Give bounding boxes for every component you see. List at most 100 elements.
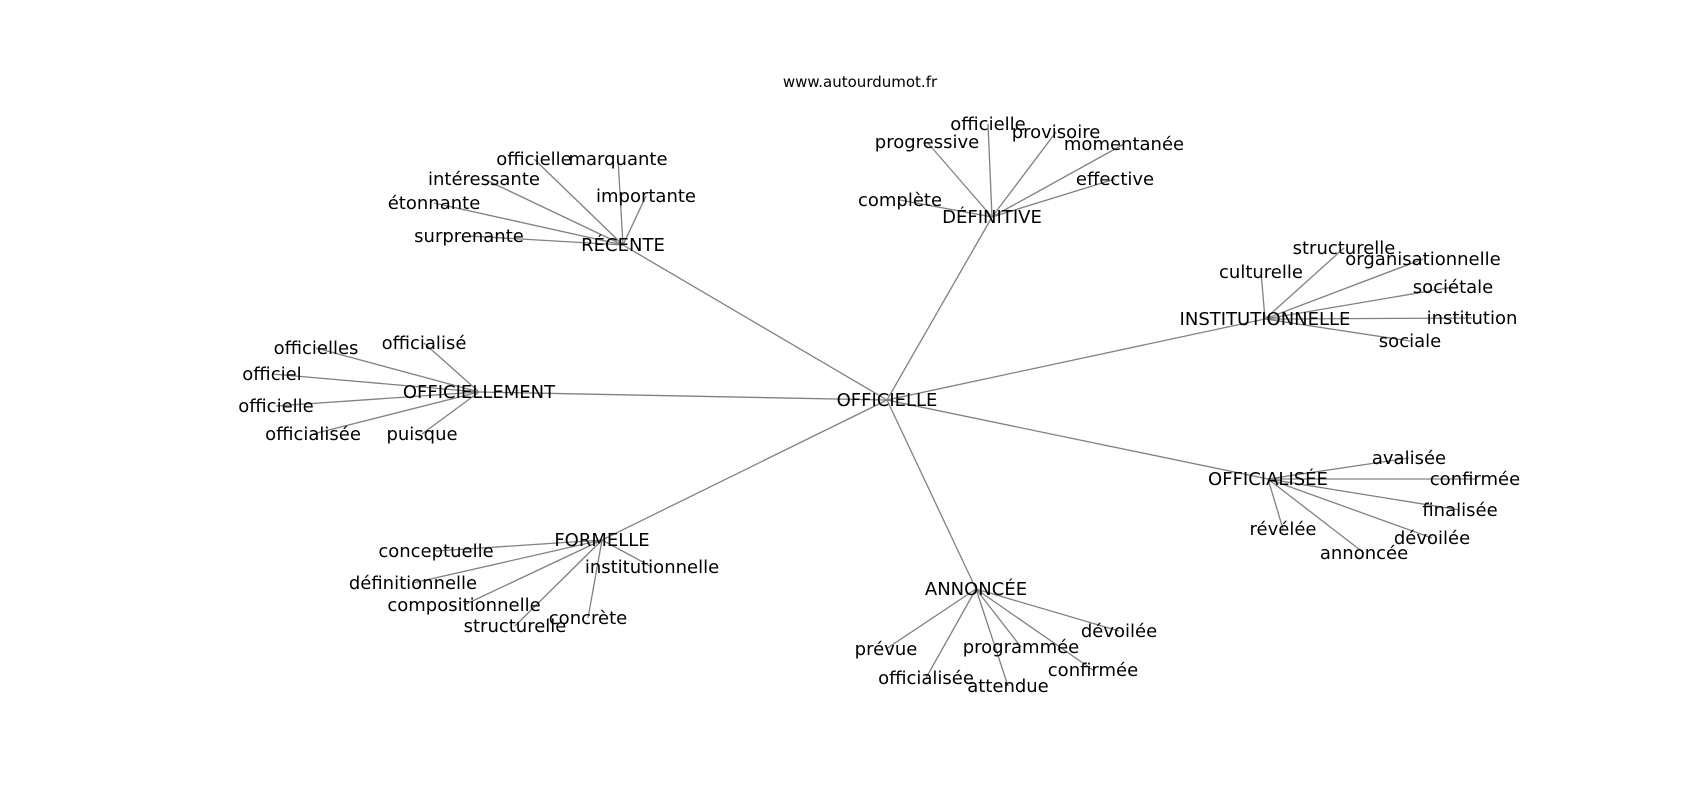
leaf-node-label: confirmée — [1430, 469, 1520, 490]
hub-node-label: FORMELLE — [554, 530, 649, 551]
edge-hub-to-leaf — [275, 391, 480, 407]
leaf-node-label: officielle — [238, 396, 313, 417]
edge-hub-to-leaf — [975, 588, 1009, 687]
edge-hub-to-leaf — [468, 235, 624, 246]
edge-center-to-hub — [886, 399, 1269, 480]
leaf-node-label: finalisée — [1422, 500, 1497, 521]
edge-hub-to-leaf — [617, 158, 624, 246]
leaf-node-label: complète — [858, 190, 942, 211]
edge-hub-to-leaf — [991, 131, 1057, 218]
leaf-node-label: surprenante — [414, 226, 524, 247]
leaf-node-label: officialisée — [878, 668, 974, 689]
leaf-node-label: organisationnelle — [1345, 249, 1500, 270]
edge-hub-to-leaf — [412, 539, 603, 584]
edge-center-to-hub — [886, 399, 977, 590]
leaf-node-label: conceptuelle — [378, 541, 493, 562]
edge-hub-to-leaf — [975, 588, 1022, 648]
edge-center-to-hub — [886, 318, 1266, 401]
hub-node-label: OFFICIELLEMENT — [403, 382, 556, 403]
edge-hub-to-leaf — [975, 588, 1120, 632]
hub-node-label: OFFICIALISÉE — [1208, 468, 1328, 490]
leaf-node-label: officielle — [496, 149, 571, 170]
edge-hub-to-leaf — [271, 373, 480, 393]
leaf-node-label: institution — [1427, 308, 1518, 329]
leaf-node-label: étonnante — [388, 193, 481, 214]
edge-hub-to-leaf — [987, 123, 993, 218]
leaf-node-label: officielles — [274, 338, 359, 359]
edge-hub-to-leaf — [312, 391, 480, 435]
edge-hub-to-leaf — [421, 391, 480, 435]
source-watermark: www.autourdumot.fr — [783, 73, 938, 91]
leaf-node-label: provisoire — [1012, 122, 1101, 143]
edge-center-to-hub — [601, 399, 888, 541]
edge-hub-to-leaf — [1264, 317, 1473, 320]
leaf-node-label: puisque — [386, 424, 457, 445]
leaf-node-label: institutionnelle — [585, 557, 719, 578]
leaf-node-label: officielle — [950, 114, 1025, 135]
leaf-node-label: officialisée — [265, 424, 361, 445]
edge-hub-to-leaf — [483, 178, 624, 246]
leaf-node-label: compositionnelle — [387, 595, 540, 616]
leaf-node-label: structurelle — [464, 616, 567, 637]
edge-hub-to-leaf — [991, 178, 1116, 218]
edge-hub-to-leaf — [601, 539, 653, 568]
edge-hub-to-leaf — [1264, 286, 1454, 320]
edge-hub-to-leaf — [1267, 478, 1365, 554]
edge-hub-to-leaf — [899, 199, 993, 218]
leaf-node-label: sociétale — [1413, 277, 1494, 298]
leaf-node-label: révélée — [1250, 519, 1317, 540]
leaf-node-label: confirmée — [1048, 660, 1138, 681]
edge-hub-to-leaf — [1264, 318, 1411, 342]
leaf-node-label: programmée — [963, 637, 1080, 658]
center-node-label: OFFICIELLE — [837, 390, 938, 411]
hub-node-label: ANNONCÉE — [925, 578, 1027, 600]
edge-hub-to-leaf — [1260, 271, 1266, 320]
leaf-node-label: importante — [596, 186, 696, 207]
edge-center-to-hub — [478, 391, 888, 401]
edge-hub-to-leaf — [463, 539, 603, 606]
edge-hub-to-leaf — [423, 342, 480, 393]
edge-hub-to-leaf — [1264, 258, 1424, 320]
edge-hub-to-leaf — [514, 539, 603, 627]
leaf-node-label: attendue — [967, 676, 1049, 697]
leaf-node-label: sociale — [1379, 331, 1441, 352]
leaf-node-label: progressive — [875, 132, 979, 153]
edge-hub-to-leaf — [925, 588, 977, 679]
leaf-node-label: marquante — [568, 149, 667, 170]
edge-hub-to-leaf — [1264, 247, 1345, 320]
leaf-node-label: avalisée — [1372, 448, 1446, 469]
edge-hub-to-leaf — [315, 347, 480, 393]
graph-labels: OFFICIELLERÉCENTEofficiellemarquanteinté… — [238, 114, 1520, 697]
edge-center-to-hub — [622, 244, 888, 401]
leaf-node-label: prévue — [855, 639, 918, 660]
edge-center-to-hub — [886, 216, 993, 401]
leaf-node-label: officiel — [242, 364, 301, 385]
edge-hub-to-leaf — [991, 143, 1125, 218]
edge-hub-to-leaf — [587, 539, 603, 619]
edge-hub-to-leaf — [975, 588, 1094, 671]
leaf-node-label: dévoilée — [1394, 528, 1470, 549]
edge-hub-to-leaf — [1267, 478, 1433, 539]
leaf-node-label: structurelle — [1293, 238, 1396, 259]
edge-hub-to-leaf — [533, 158, 624, 246]
graph-edges — [271, 123, 1475, 687]
edge-hub-to-leaf — [622, 195, 647, 246]
edge-hub-to-leaf — [885, 588, 977, 650]
edge-hub-to-leaf — [926, 141, 993, 218]
edge-hub-to-leaf — [1267, 457, 1410, 480]
edge-hub-to-leaf — [433, 202, 624, 246]
edge-hub-to-leaf — [1267, 478, 1461, 511]
hub-node-label: INSTITUTIONNELLE — [1180, 309, 1351, 330]
leaf-node-label: effective — [1076, 169, 1154, 190]
leaf-node-label: culturelle — [1219, 262, 1303, 283]
leaf-node-label: définitionnelle — [349, 573, 477, 594]
leaf-node-label: momentanée — [1064, 134, 1184, 155]
hub-node-label: DÉFINITIVE — [942, 206, 1042, 228]
leaf-node-label: intéressante — [428, 169, 540, 190]
hub-node-label: RÉCENTE — [581, 234, 665, 256]
leaf-node-label: dévoilée — [1081, 621, 1157, 642]
leaf-node-label: concrète — [549, 608, 627, 629]
edge-hub-to-leaf — [435, 539, 603, 552]
leaf-node-label: annoncée — [1320, 543, 1408, 564]
